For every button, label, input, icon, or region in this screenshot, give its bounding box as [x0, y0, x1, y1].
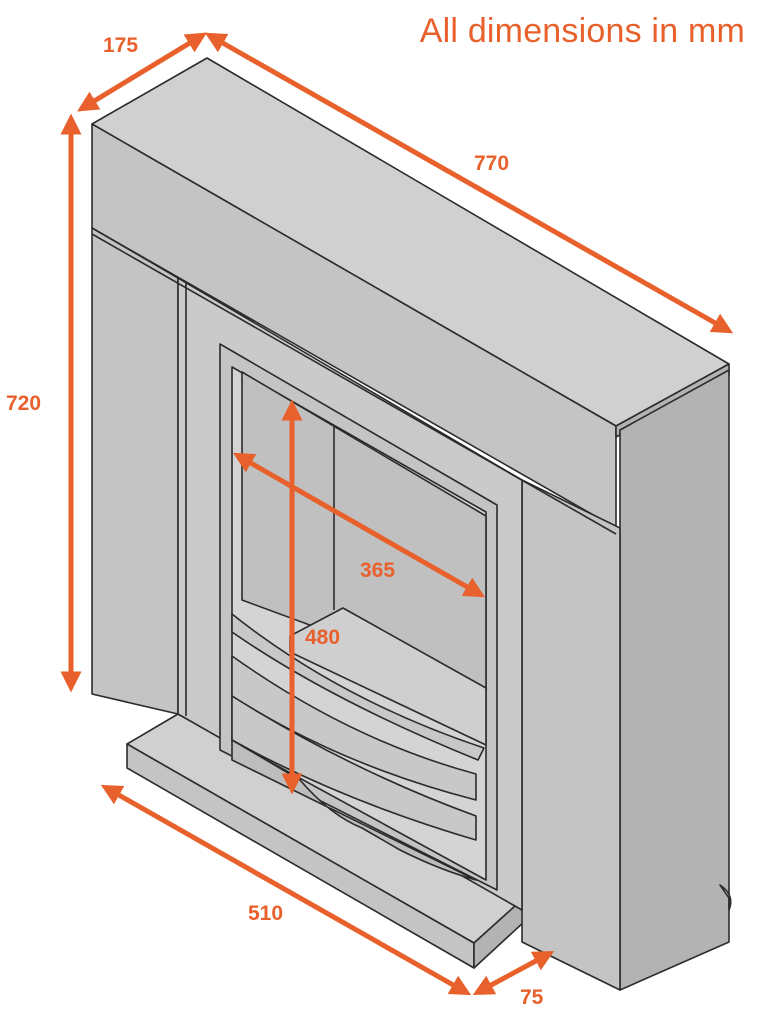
opening-width-arrow [232, 452, 486, 598]
hearth-depth-arrow [472, 951, 555, 995]
right-side-panel [619, 369, 730, 991]
left-leg [91, 227, 179, 715]
dimension-arrows [60, 32, 734, 996]
opening-height-label: 480 [305, 626, 340, 649]
opening-width-label: 365 [360, 559, 395, 582]
fireplace-surround [91, 57, 732, 991]
depth-label: 175 [103, 34, 138, 57]
hearth-depth-label: 75 [520, 986, 544, 1009]
depth-arrow [77, 32, 207, 112]
hearth-width-arrow [100, 784, 472, 996]
width-label: 770 [474, 152, 509, 175]
right-leg [521, 479, 621, 991]
dimension-labels: 175 770 720 365 480 510 75 [6, 34, 544, 1009]
side-notch [719, 884, 732, 911]
hearth-width-label: 510 [248, 902, 283, 925]
height-label: 720 [6, 392, 41, 415]
mantel-under-edge [91, 233, 617, 535]
width-arrow [204, 32, 734, 334]
